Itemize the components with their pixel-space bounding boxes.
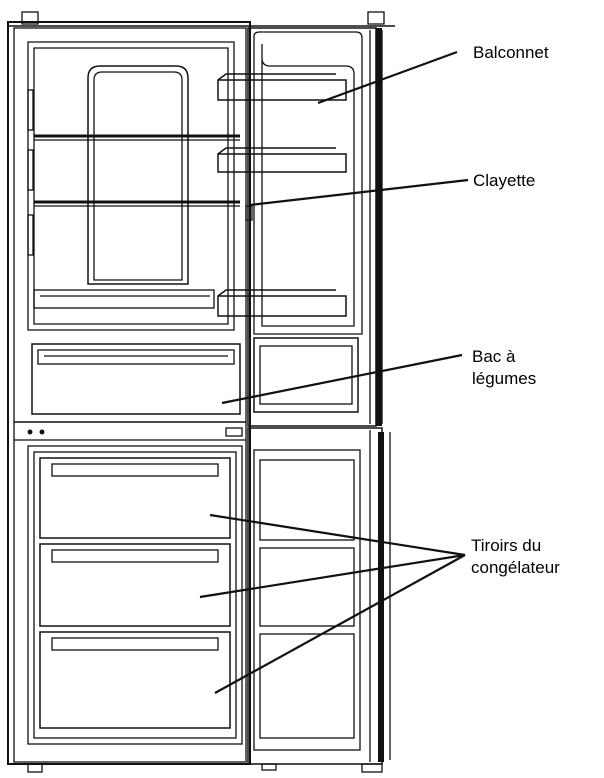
freezer-drawer-3-handle <box>51 637 219 651</box>
freezer-compartment <box>27 445 243 745</box>
foot-left <box>27 763 43 773</box>
label-balconnet: Balconnet <box>473 43 549 62</box>
control-dot-2 <box>39 429 45 435</box>
freezer-drawer-1 <box>39 457 231 539</box>
freezer-door-bin-3 <box>259 633 355 739</box>
leader-balconnet <box>317 50 458 105</box>
small-shelf <box>33 289 215 309</box>
fridge-liner <box>33 47 229 325</box>
door-bottom-bin-inner <box>259 345 353 405</box>
freezer-door-bin-1 <box>259 459 355 541</box>
leader-bac <box>221 353 463 405</box>
fridge-back-panel-inner <box>93 71 183 281</box>
freezer-door-bin-2 <box>259 547 355 627</box>
freezer-drawer-3 <box>39 631 231 729</box>
cabinet-inner-frame <box>13 27 247 763</box>
side-rail-3 <box>27 214 34 256</box>
leader-tiroir-3 <box>214 554 466 694</box>
foot-right <box>361 763 383 773</box>
balcony-2 <box>217 147 347 173</box>
door-switch <box>225 427 243 437</box>
crisper-drawer <box>31 343 241 415</box>
label-tiroirs-du-congelateur: Tiroirs du congélateur <box>471 536 560 577</box>
door-side-thick <box>376 28 382 426</box>
freezer-door-side-thick <box>378 432 384 762</box>
foot-mid <box>261 763 277 771</box>
leader-tiroir-1 <box>209 513 466 557</box>
freezer-drawer-2 <box>39 543 231 627</box>
freezer-door <box>247 427 383 765</box>
top-hinge-right <box>367 11 385 25</box>
door-latch <box>245 205 253 221</box>
top-hinge-left <box>21 11 39 25</box>
fridge-door-liner-inner <box>261 44 355 327</box>
cabinet-outer <box>7 21 251 765</box>
door-bottom-bin <box>253 337 359 413</box>
freezer-drawer-1-handle <box>51 463 219 477</box>
balcony-1 <box>217 73 347 101</box>
side-rail-2 <box>27 149 34 191</box>
label-bac-a-legumes: Bac à légumes <box>472 347 537 388</box>
freezer-liner <box>33 451 237 739</box>
label-clayette: Clayette <box>473 171 536 190</box>
leader-clayette <box>249 178 469 207</box>
control-dot-1 <box>27 429 33 435</box>
fridge-compartment <box>27 41 235 331</box>
freezer-drawer-2-handle <box>51 549 219 563</box>
freezer-door-liner <box>253 449 361 751</box>
crisper-handle <box>37 349 235 365</box>
fridge-door-liner <box>253 31 363 335</box>
balcony-3 <box>217 289 347 317</box>
fridge-back-panel <box>87 65 189 285</box>
leader-tiroir-2 <box>199 553 466 599</box>
side-rail-1 <box>27 89 34 131</box>
